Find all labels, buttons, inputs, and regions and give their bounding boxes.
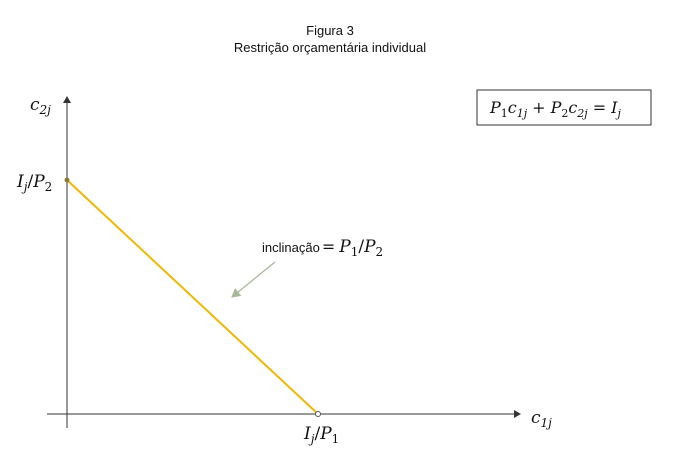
slope-annotation: inclinação=P1/P2: [262, 237, 383, 259]
y-intercept-marker: [64, 177, 70, 183]
equation-box: [476, 89, 652, 126]
x-intercept-marker: [315, 411, 321, 417]
budget-line: [66, 179, 319, 415]
figure-subtitle: Restrição orçamentária individual: [233, 40, 427, 55]
figure-title: Figura 3: [306, 23, 354, 38]
budget-equation: P1c1j+P2c2j=Ij: [489, 98, 621, 120]
x-axis-label: c1j: [531, 408, 552, 430]
y-axis-label: c2j: [30, 95, 51, 117]
slope-annotation-arrow: [231, 261, 276, 298]
x-intercept-label: Ij/P1: [303, 424, 339, 446]
y-intercept-label: Ij/P2: [16, 172, 52, 194]
